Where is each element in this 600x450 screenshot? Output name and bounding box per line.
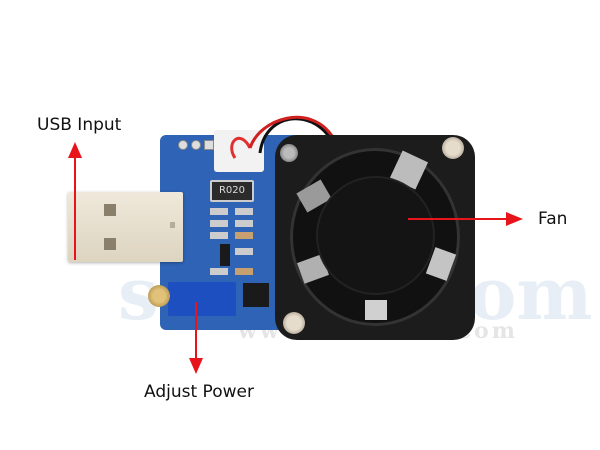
adjust-power-label: Adjust Power bbox=[144, 382, 254, 402]
smd-components bbox=[210, 208, 270, 288]
screw bbox=[442, 137, 464, 159]
fan-label: Fan bbox=[538, 209, 568, 229]
fan-hub bbox=[318, 178, 433, 293]
potentiometer-screw bbox=[148, 285, 170, 307]
screw bbox=[283, 312, 305, 334]
potentiometer bbox=[168, 282, 236, 316]
header-pins bbox=[178, 138, 218, 150]
screw bbox=[280, 144, 298, 162]
usb-input-arrow bbox=[68, 142, 82, 260]
ic-chip bbox=[243, 283, 269, 307]
shunt-resistor: R020 bbox=[210, 180, 254, 202]
usb-plug bbox=[68, 192, 183, 262]
fan-wires bbox=[230, 115, 334, 159]
fan-blade-gap bbox=[365, 300, 387, 320]
adjust-power-arrow bbox=[189, 302, 203, 374]
fan-arrow bbox=[408, 212, 523, 226]
usb-input-label: USB Input bbox=[37, 115, 122, 135]
